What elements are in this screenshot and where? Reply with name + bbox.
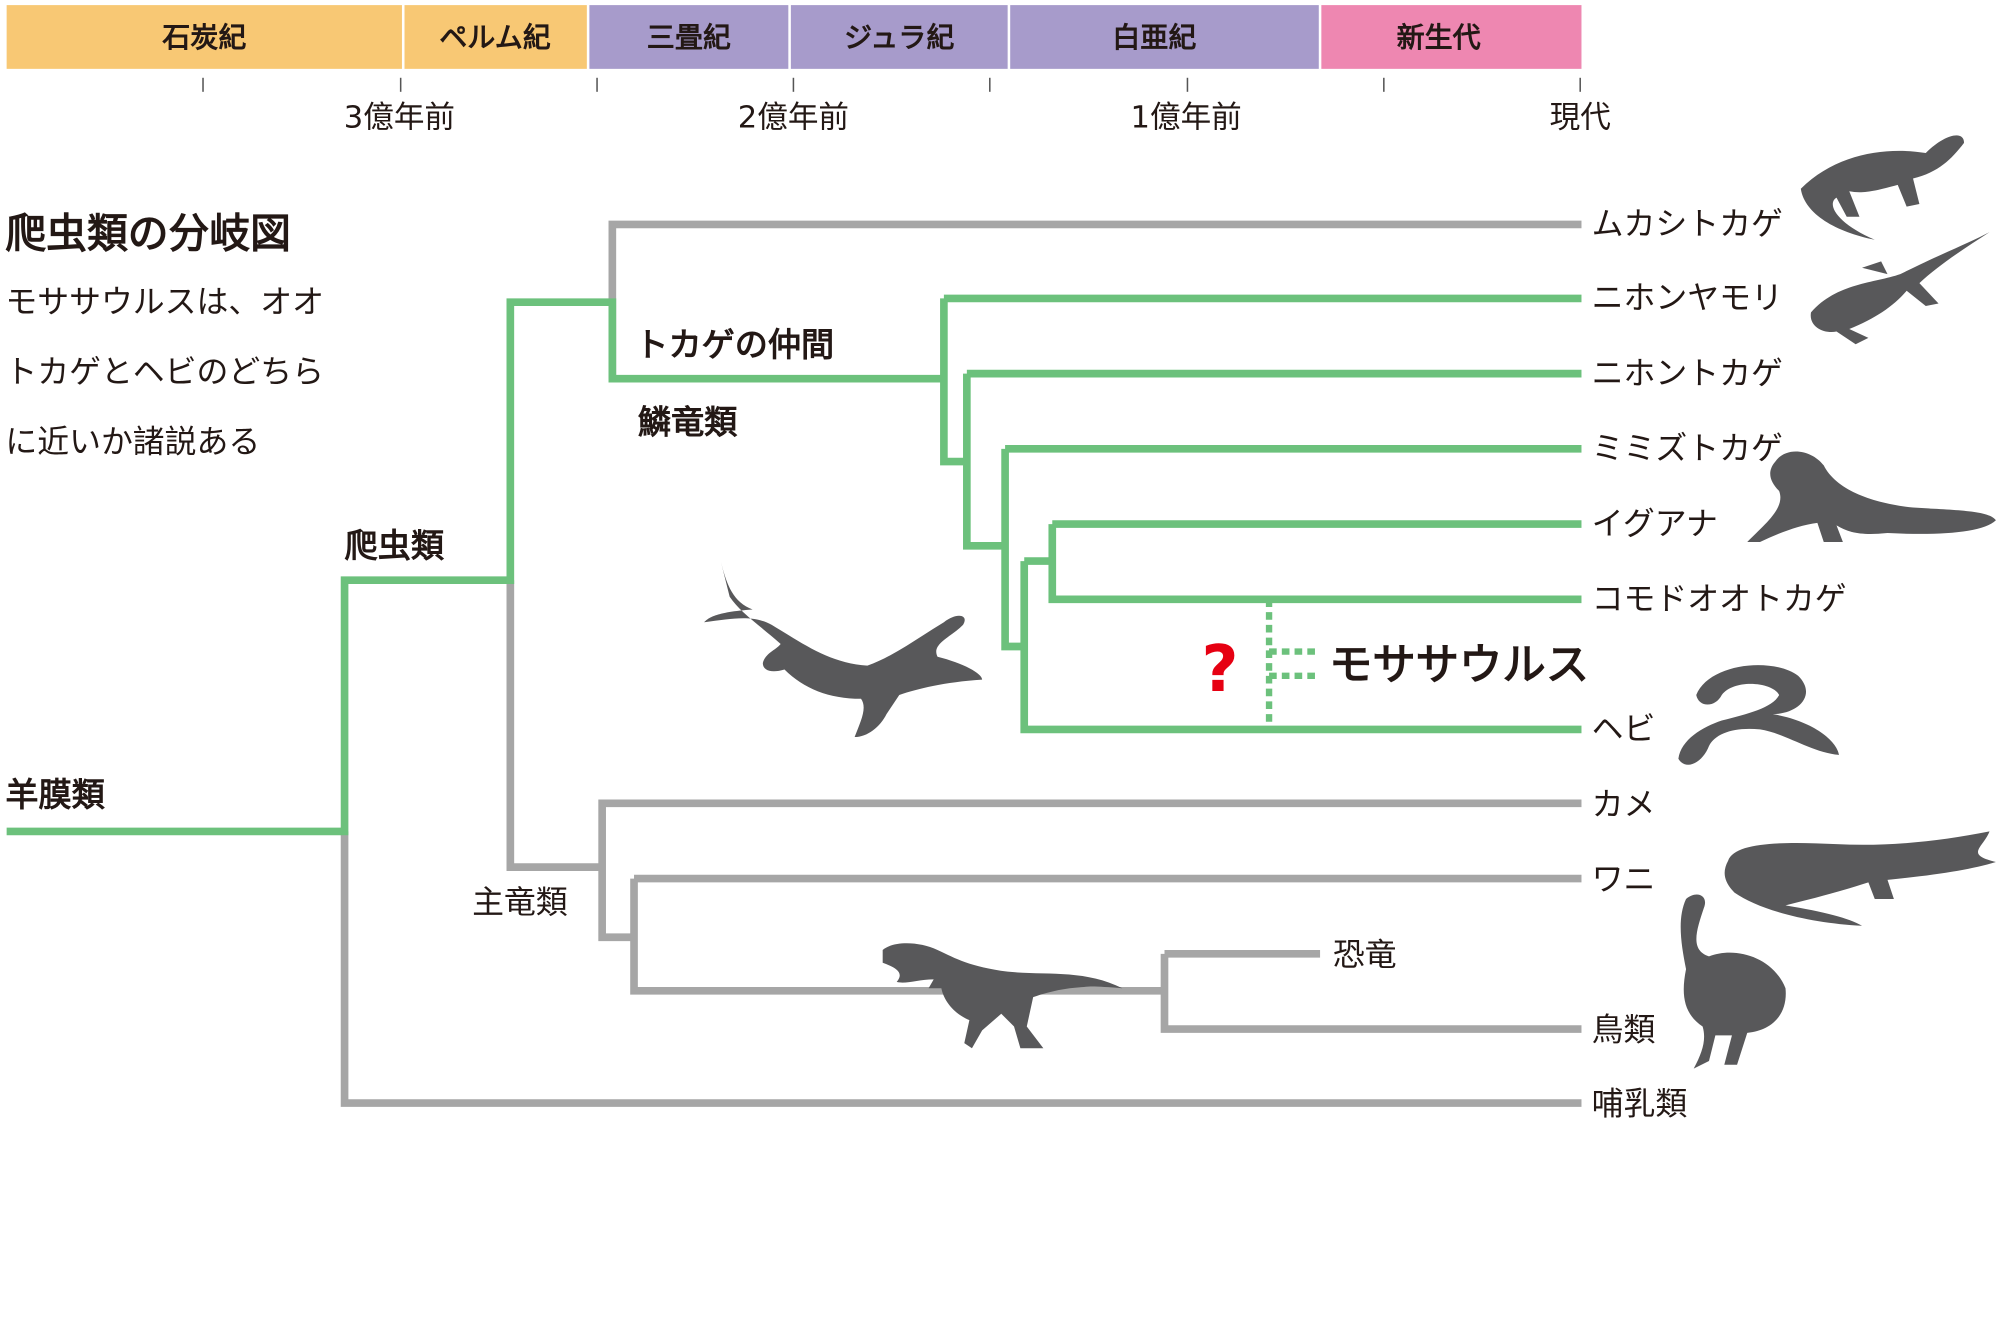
tuatara-icon	[1800, 135, 1965, 240]
question-mark-icon: ?	[1201, 633, 1238, 707]
period-label: ジュラ紀	[844, 21, 954, 54]
description-line: トカゲとヘビのどちら	[5, 353, 324, 391]
clade-label-reptilia: 爬虫類	[345, 526, 445, 565]
tick-label: 3億年前	[344, 101, 455, 136]
taxon-label: 鳥類	[1592, 1011, 1656, 1049]
period-cenozoic	[1321, 5, 1582, 69]
clade-label-amniota: 羊膜類	[5, 775, 105, 814]
snake-icon	[1678, 665, 1840, 765]
taxon-label: ニホンヤモリ	[1592, 279, 1783, 317]
period-jurassic	[790, 5, 1008, 69]
animal-silhouettes	[704, 135, 1996, 1069]
taxon-label: ヘビ	[1592, 710, 1656, 748]
period-label: 三畳紀	[647, 21, 731, 54]
taxon-label: ムカシトカゲ	[1592, 205, 1783, 243]
taxon-label: ワニ	[1592, 860, 1656, 898]
bird-ostrich-icon	[1680, 894, 1786, 1069]
taxon-label: 哺乳類	[1592, 1084, 1688, 1122]
tick-label: 2億年前	[738, 101, 849, 136]
dinosaur-trex-icon	[882, 943, 1123, 1049]
taxon-label: 恐竜	[1333, 935, 1397, 973]
taxon-label: イグアナ	[1592, 504, 1718, 542]
taxon-label: ミミズトカゲ	[1592, 429, 1783, 467]
period-permian	[404, 5, 587, 69]
period-cretaceous	[1010, 5, 1319, 69]
geologic-timeline: 石炭紀 ペルム紀 三畳紀 ジュラ紀 白亜紀 新生代 3億年前 2億年前 1億年前…	[6, 5, 1611, 136]
period-label: ペルム紀	[439, 21, 551, 54]
crocodile-icon	[1724, 831, 1996, 926]
gecko-icon	[1810, 232, 1990, 345]
tick-label: 現代	[1550, 101, 1611, 136]
iguana-icon	[1747, 451, 1996, 542]
diagram-title: 爬虫類の分岐図	[5, 209, 291, 257]
clade-label-archosauromorpha: 主竜類	[472, 883, 568, 921]
tree-branches	[6, 220, 1582, 1107]
taxa-labels: ムカシトカゲ ニホンヤモリ ニホントカゲ ミミズトカゲ イグアナ コモドオオトカ…	[1333, 205, 1847, 1123]
period-label: 石炭紀	[161, 21, 246, 54]
description-line: に近いか諸説ある	[5, 423, 260, 461]
period-label: 新生代	[1397, 21, 1481, 54]
mosasaur-label: モササウルス	[1329, 641, 1589, 691]
taxon-label: カメ	[1592, 785, 1656, 823]
description-line: モササウルスは、オオ	[5, 282, 324, 320]
taxon-label: ニホントカゲ	[1592, 354, 1783, 392]
period-triassic	[589, 5, 789, 69]
time-ticks	[202, 77, 1581, 92]
period-carboniferous	[6, 5, 402, 69]
period-label: 白亜紀	[1112, 21, 1196, 54]
clade-label-lepidosauria: 鱗竜類	[638, 403, 738, 442]
tick-label: 1億年前	[1131, 101, 1242, 136]
taxon-label: コモドオオトカゲ	[1592, 580, 1847, 618]
clade-label-lizards: トカゲの仲間	[635, 325, 834, 364]
mosasaur-icon	[704, 561, 983, 738]
